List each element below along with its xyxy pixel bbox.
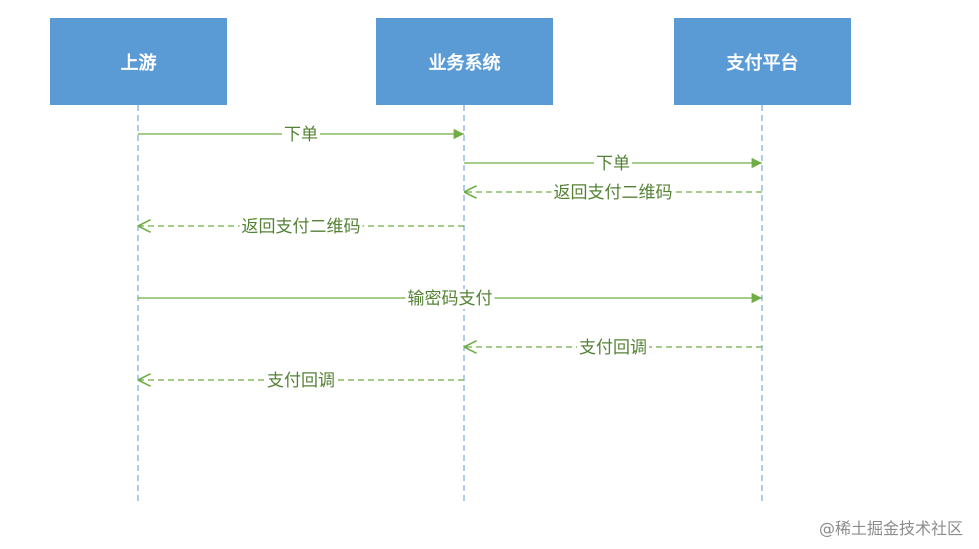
message-label-bg: [577, 338, 649, 358]
actor-payment-platform: 支付平台: [674, 18, 851, 105]
message-label: 返回支付二维码: [554, 183, 673, 203]
actor-label: 支付平台: [726, 52, 799, 74]
actor-label: 业务系统: [428, 52, 501, 74]
message-label-bg: [594, 154, 632, 174]
actor-business-system: 业务系统: [376, 18, 553, 105]
watermark: @稀土掘金技术社区: [818, 519, 963, 538]
message-label-bg: [239, 217, 363, 237]
message-label: 下单: [596, 154, 630, 174]
message-label: 支付回调: [579, 338, 647, 358]
actor-upstream: 上游: [50, 18, 227, 105]
message-label-bg: [265, 371, 337, 391]
message-label-bg: [551, 183, 675, 203]
actor-label: 上游: [120, 52, 157, 74]
message-label-bg: [405, 289, 495, 309]
message-label: 支付回调: [267, 371, 335, 391]
message-label: 返回支付二维码: [242, 217, 361, 237]
message-label: 输密码支付: [408, 289, 493, 309]
message-label-bg: [282, 125, 320, 145]
message-label: 下单: [284, 125, 318, 145]
